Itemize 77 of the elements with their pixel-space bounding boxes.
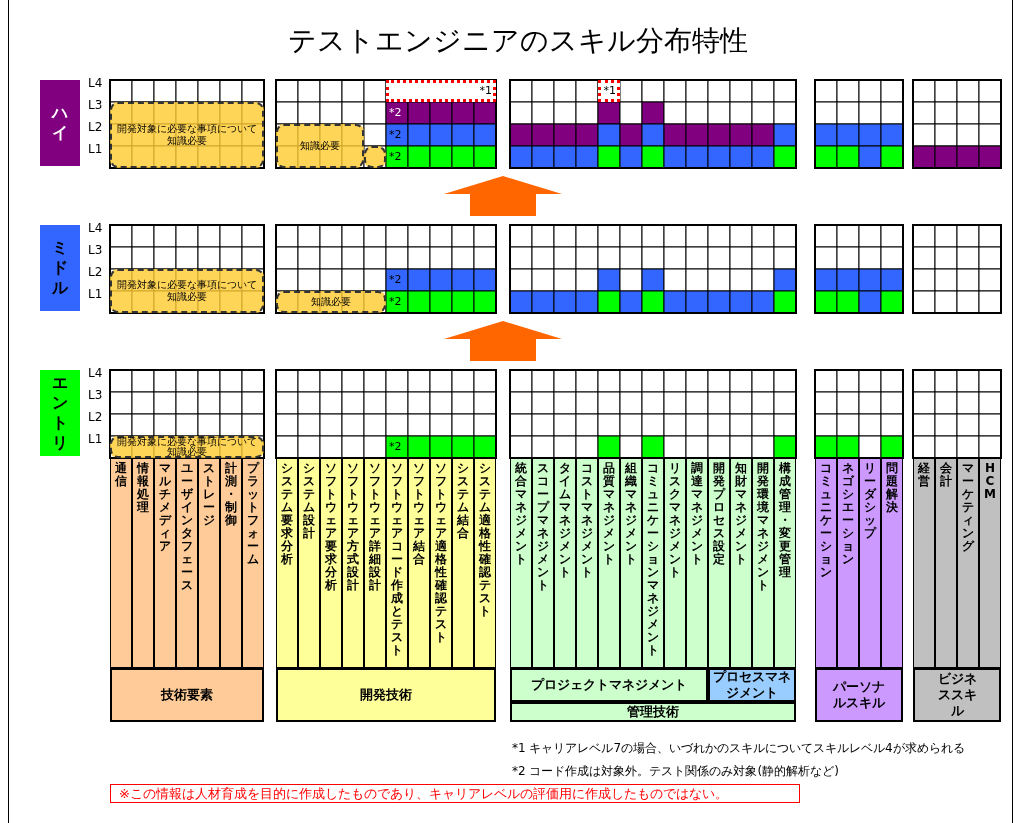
skill-column-header: ストレージ xyxy=(198,458,220,668)
skill-column-header: コミュニケーション xyxy=(815,458,837,668)
skill-column-header: リスクマネジメント xyxy=(664,458,686,668)
level-label: L3 xyxy=(88,98,103,113)
knowledge-box: 開発対象に必要な事項について知識必要 xyxy=(110,436,264,458)
skill-column-header: ソフトウェア方式設計 xyxy=(342,458,364,668)
skill-column-header: 問題解決 xyxy=(881,458,903,668)
skill-column-header: 知財マネジメント xyxy=(730,458,752,668)
knowledge-box: 開発対象に必要な事項について知識必要 xyxy=(110,269,264,313)
skill-column-header: ソフトウェア詳細設計 xyxy=(364,458,386,668)
note-marker: *2 xyxy=(389,294,402,309)
level-label: L3 xyxy=(88,388,103,403)
skill-column-header: コストマネジメント xyxy=(576,458,598,668)
skill-column-header: システム結合 xyxy=(452,458,474,668)
skill-column-header: 通信 xyxy=(110,458,132,668)
note-marker: *2 xyxy=(389,149,402,164)
note-marker: *2 xyxy=(389,272,402,287)
level-box: エントリ xyxy=(40,370,80,456)
skill-column-header: 開発プロセス設定 xyxy=(708,458,730,668)
skill-column-header: プラットフォーム xyxy=(242,458,264,668)
level-box: ハイ xyxy=(40,80,80,166)
level-label: L3 xyxy=(88,243,103,258)
skill-column-header: ユーザインタフェース xyxy=(176,458,198,668)
skill-column-header: 品質マネジメント xyxy=(598,458,620,668)
level-label: L4 xyxy=(88,366,103,381)
level-label: L1 xyxy=(88,287,103,302)
category-box: プロセスマネジメント xyxy=(708,668,796,702)
level-box: ミドル xyxy=(40,225,80,311)
level-label: L1 xyxy=(88,432,103,447)
category-box: 管理技術 xyxy=(510,702,796,722)
disclaimer-box: ※この情報は人材育成を目的に作成したものであり、キャリアレベルの評価用に作成したものではない。 xyxy=(110,784,800,803)
footnote: *1 キャリアレベル7の場合、いづれかのスキルについてスキルレベル4が求められる xyxy=(512,741,965,756)
skill-column-header: 情報処理 xyxy=(132,458,154,668)
skill-column-header: 開発環境マネジメント xyxy=(752,458,774,668)
note-marker: *2 xyxy=(389,439,402,454)
skill-column-header: システム要求分析 xyxy=(276,458,298,668)
skill-column-header: マーケティング xyxy=(957,458,979,668)
level-label: L4 xyxy=(88,221,103,236)
skill-column-header: 会計 xyxy=(935,458,957,668)
skill-column-header: スコープマネジメント xyxy=(532,458,554,668)
category-box: パーソナルスキル xyxy=(815,668,903,722)
category-box: プロジェクトマネジメント xyxy=(510,668,708,702)
skill-column-header: 計測・制御 xyxy=(220,458,242,668)
note-marker-box: *1 xyxy=(386,80,496,102)
skill-column-header: ソフトウェア結合 xyxy=(408,458,430,668)
skill-column-header: 組織マネジメント xyxy=(620,458,642,668)
skill-column-header: リーダシップ xyxy=(859,458,881,668)
skill-column-header: 構成管理・変更管理 xyxy=(774,458,796,668)
level-label: L2 xyxy=(88,410,103,425)
level-label: L2 xyxy=(88,265,103,280)
category-box: 技術要素 xyxy=(110,668,264,722)
skill-column-header: 統合マネジメント xyxy=(510,458,532,668)
skill-column-header: マルチメディア xyxy=(154,458,176,668)
category-box: ビジネススキル xyxy=(913,668,1001,722)
skill-column-header: ネゴシエーション xyxy=(837,458,859,668)
skill-column-header: ソフトウェアコード作成とテスト xyxy=(386,458,408,668)
level-label: L1 xyxy=(88,142,103,157)
skill-column-header: ソフトウェア適格性確認テスト xyxy=(430,458,452,668)
skill-column-header: 調達マネジメント xyxy=(686,458,708,668)
skill-column-header: 経営 xyxy=(913,458,935,668)
skill-column-header: ソフトウェア要求分析 xyxy=(320,458,342,668)
skill-column-header: システム適格性確認テスト xyxy=(474,458,496,668)
skill-column-header: HCM xyxy=(979,458,1001,668)
level-label: L2 xyxy=(88,120,103,135)
knowledge-box xyxy=(364,146,386,168)
skill-column-header: タイムマネジメント xyxy=(554,458,576,668)
knowledge-box: 開発対象に必要な事項について知識必要 xyxy=(110,102,264,168)
title: テストエンジニアのスキル分布特性 xyxy=(286,23,749,59)
skill-column-header: コミュニケーションマネジメント xyxy=(642,458,664,668)
knowledge-box: 知識必要 xyxy=(276,124,364,168)
skill-column-header: システム設計 xyxy=(298,458,320,668)
note-marker-box: *1 xyxy=(598,80,620,102)
level-label: L4 xyxy=(88,76,103,91)
note-marker: *2 xyxy=(389,105,402,120)
category-box: 開発技術 xyxy=(276,668,496,722)
knowledge-box: 知識必要 xyxy=(276,291,386,313)
note-marker: *2 xyxy=(389,127,402,142)
